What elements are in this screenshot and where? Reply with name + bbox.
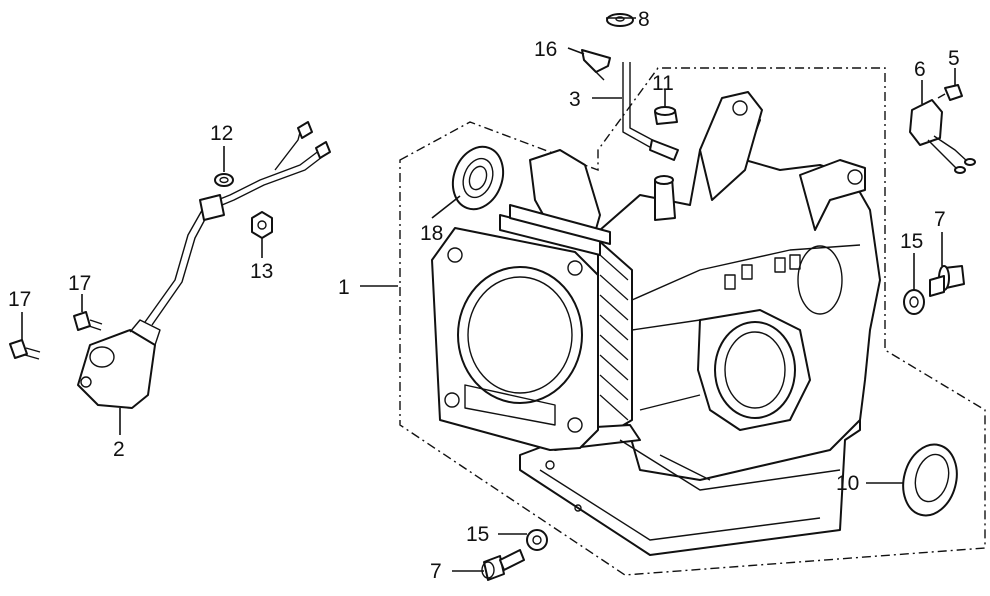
callout-18: 18 bbox=[420, 222, 443, 245]
callout-8: 8 bbox=[638, 8, 650, 31]
callout-12: 12 bbox=[210, 122, 233, 145]
callout-13: 13 bbox=[250, 260, 273, 283]
oil-seal-icon bbox=[902, 443, 958, 517]
washer-icon bbox=[903, 289, 925, 315]
grommet-icon bbox=[654, 106, 678, 125]
clip-icon bbox=[214, 173, 234, 187]
bolt-icon bbox=[73, 311, 103, 331]
callout-15-right: 15 bbox=[900, 230, 923, 253]
oil-level-switch-icon bbox=[77, 121, 331, 409]
connector-icon bbox=[909, 99, 976, 174]
callout-17-mid: 17 bbox=[68, 272, 91, 295]
callout-7-right: 7 bbox=[934, 208, 946, 231]
callout-3: 3 bbox=[569, 88, 581, 111]
washer-icon bbox=[606, 13, 634, 27]
leader-lines bbox=[21, 17, 956, 572]
nut-icon bbox=[251, 211, 273, 239]
callout-11: 11 bbox=[652, 72, 674, 95]
callout-16: 16 bbox=[534, 38, 557, 61]
callout-6: 6 bbox=[914, 58, 926, 81]
callout-15-bottom: 15 bbox=[466, 523, 489, 546]
flange-bolt-icon bbox=[481, 549, 525, 581]
callout-1: 1 bbox=[338, 276, 350, 299]
bearing-icon bbox=[451, 145, 505, 211]
callout-10: 10 bbox=[836, 472, 859, 495]
callout-labels: 1 2 3 5 6 7 7 8 10 11 12 13 15 15 16 17 … bbox=[8, 8, 960, 583]
flange-bolt-icon bbox=[929, 265, 965, 297]
clamp-icon bbox=[581, 49, 611, 81]
callout-2: 2 bbox=[113, 438, 125, 461]
crankcase-icon bbox=[431, 91, 881, 556]
callout-17-left: 17 bbox=[8, 288, 31, 311]
bolt-icon bbox=[9, 339, 41, 360]
callout-7-bottom: 7 bbox=[430, 560, 442, 583]
callout-5: 5 bbox=[948, 47, 960, 70]
washer-icon bbox=[526, 529, 548, 551]
breather-tube-icon bbox=[622, 62, 679, 161]
bolt-icon bbox=[937, 84, 963, 101]
